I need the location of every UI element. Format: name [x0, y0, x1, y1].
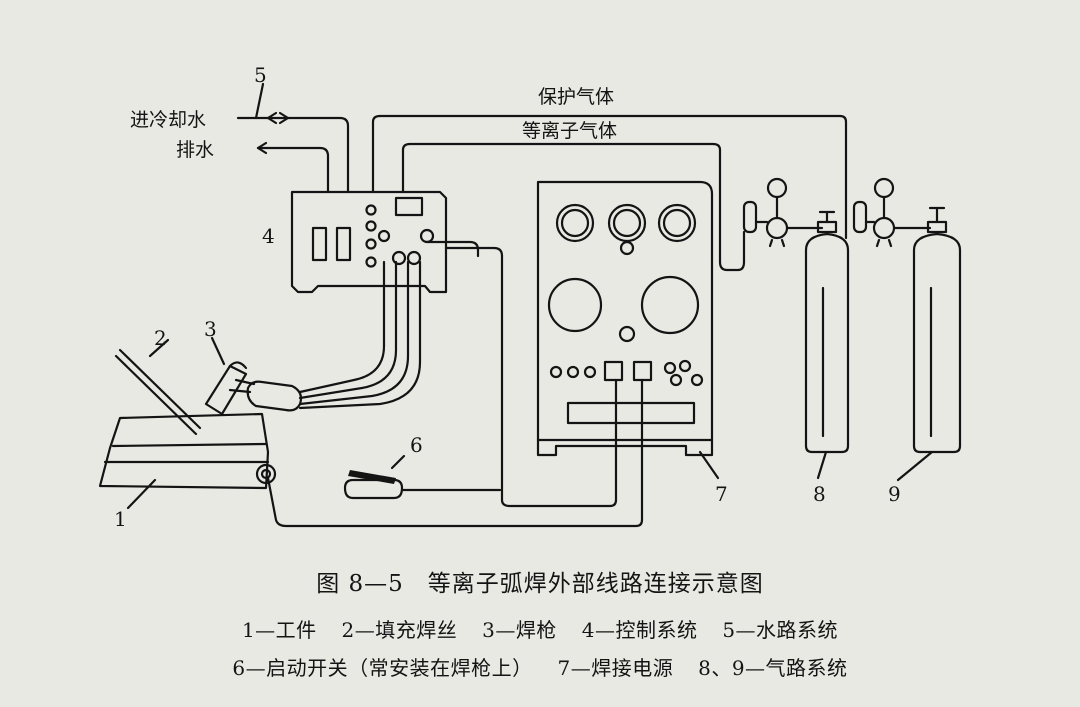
- shield-gas-line: [371, 114, 848, 240]
- start-switch: [343, 478, 502, 500]
- number-9: 9: [888, 482, 901, 506]
- power-source-base: [536, 438, 714, 457]
- number-6: 6: [410, 433, 423, 457]
- shield-gas-label: 保护气体: [538, 86, 614, 108]
- legend-item: 7—焊接电源: [557, 656, 674, 680]
- control-connector: [377, 229, 391, 243]
- control-knob: [365, 238, 377, 250]
- water-out-arrow: [256, 141, 268, 155]
- workpiece-clamp: [255, 463, 277, 485]
- legend-item: 1—工件: [241, 618, 317, 642]
- legend-item: 3—焊枪: [482, 618, 557, 642]
- water-in-arrow: [266, 111, 278, 125]
- leader-7: [698, 450, 720, 480]
- control-box: [290, 190, 448, 294]
- leader-1: [126, 478, 157, 510]
- control-to-power-cable: [444, 246, 618, 508]
- number-1: 1: [114, 507, 127, 531]
- plasma-arc-diagram: 进冷却水 排水 保护气体 等离子气体 5 4 2 3 1 6 7 8 9: [98, 63, 962, 531]
- number-2: 2: [154, 326, 167, 350]
- control-connector: [406, 250, 422, 266]
- control-knob: [365, 256, 377, 268]
- start-switch-lever: [348, 470, 396, 484]
- regulator-9: [852, 177, 932, 248]
- water-out-line: [256, 146, 330, 194]
- figure-title: 图 8—5 等离子弧焊外部线路连接示意图: [316, 571, 764, 597]
- number-5: 5: [254, 63, 267, 87]
- control-connector: [391, 250, 407, 266]
- leader-6: [390, 454, 406, 470]
- control-switch-right: [335, 226, 352, 262]
- legend-item: 5—水路系统: [722, 618, 839, 642]
- power-source-cabinet: [536, 180, 714, 442]
- gas-cylinder-9: [912, 206, 962, 454]
- legend-item: 8、9—气路系统: [698, 656, 848, 680]
- plasma-gas-line: [401, 142, 746, 272]
- leader-9: [896, 450, 934, 482]
- number-4: 4: [262, 224, 275, 248]
- leader-8: [816, 450, 828, 480]
- number-3: 3: [204, 317, 217, 341]
- power-nameplate: [566, 401, 696, 425]
- cooling-water-in-label: 进冷却水: [130, 109, 206, 131]
- ground-cable: [266, 378, 644, 528]
- welding-torch: [204, 361, 303, 416]
- leader-3: [210, 336, 226, 366]
- control-connector: [419, 228, 435, 244]
- drain-label: 排水: [176, 139, 214, 161]
- legend-item: 2—填充焊丝: [341, 618, 458, 642]
- filler-wire: [114, 348, 202, 436]
- legend-item: 4—控制系统: [581, 618, 698, 642]
- power-terminal: [632, 360, 653, 382]
- control-display: [394, 196, 424, 217]
- control-switch-left: [311, 226, 328, 262]
- number-7: 7: [715, 482, 728, 506]
- workpiece: [98, 412, 270, 490]
- regulator-8: [742, 177, 824, 248]
- torch-cable-bundle: [298, 260, 386, 394]
- plasma-gas-label: 等离子气体: [522, 120, 617, 142]
- leader-2: [148, 338, 170, 358]
- legend-line-2: 6—启动开关（常安装在焊枪上） 7—焊接电源 8、9—气路系统: [0, 652, 1080, 681]
- power-terminal: [603, 360, 624, 382]
- legend-line-1: 1—工件 2—填充焊丝 3—焊枪 4—控制系统 5—水路系统: [0, 614, 1080, 643]
- number-8: 8: [813, 482, 826, 506]
- control-knob: [365, 204, 377, 216]
- legend-item: 6—启动开关（常安装在焊枪上）: [232, 656, 533, 680]
- leader-5: [254, 82, 265, 120]
- gas-cylinder-8: [804, 210, 850, 454]
- control-knob: [365, 220, 377, 232]
- water-in-line: [236, 116, 350, 194]
